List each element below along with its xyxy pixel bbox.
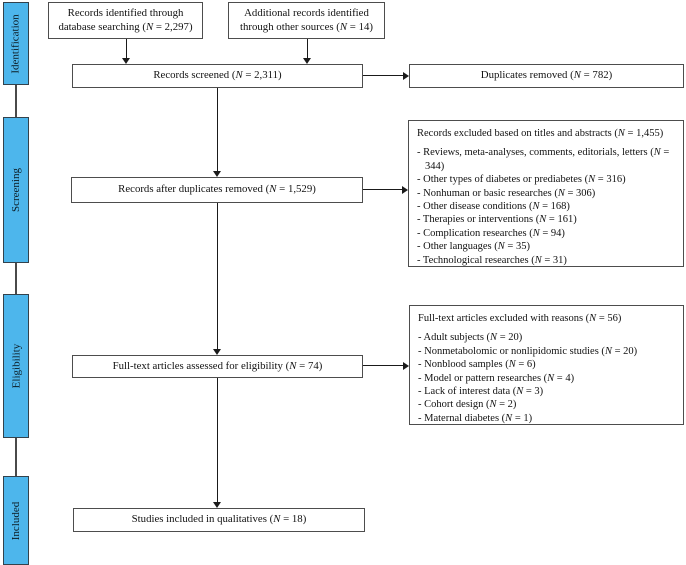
arrowhead-right-icon [403,362,409,370]
stage-included: Included [3,476,29,565]
box-studies-included-label: Studies included in qualitatives (N = 18… [131,513,307,526]
exclusion-reason: - Lack of interest data (N = 3) [418,386,544,398]
box-fulltext-excluded: Full-text articles excluded with reasons… [409,305,684,425]
flow-line [307,39,308,58]
exclusion-reason: - Other languages (N = 35) [417,241,530,253]
arrowhead-right-icon [403,72,409,80]
fulltext-excluded-heading: Full-text articles excluded with reasons… [418,313,622,324]
exclusion-reason: - Model or pattern researches (N = 4) [418,372,575,384]
box-records-identified-label: Records identified through database sear… [58,7,193,33]
box-fulltext-assessed: Full-text articles assessed for eligibil… [72,355,363,378]
flow-line [363,189,402,190]
exclusion-reason: - Other disease conditions (N = 168) [417,201,570,213]
box-records-screened: Records screened (N = 2,311) [72,64,363,88]
exclusion-reason: - Complication researches (N = 94) [417,227,565,239]
arrowhead-down-icon [213,171,221,177]
stage-eligibility-label: Eligibility [10,343,22,389]
box-additional-records-label: Additional records identified through ot… [240,7,373,33]
box-records-after-duplicates: Records after duplicates removed (N = 1,… [71,177,363,203]
stage-connector [15,263,17,294]
exclusion-reason: - Therapies or interventions (N = 161) [417,214,577,226]
flow-line [217,88,218,171]
flow-line [126,39,127,58]
flow-line [217,378,218,502]
exclusion-reason: - Cohort design (N = 2) [418,399,517,411]
exclusion-reason: - Maternal diabetes (N = 1) [418,412,533,424]
exclusion-reason: - Nonblood samples (N = 6) [418,359,536,371]
box-additional-records: Additional records identified through ot… [228,2,385,39]
flow-line [363,365,403,366]
exclusion-reason: - Technological researches (N = 31) [417,254,567,266]
stage-screening: Screening [3,117,29,263]
exclusion-reason: - Nonmetabolomic or nonlipidomic studies… [418,345,638,357]
excluded-titles-heading: Records excluded based on titles and abs… [417,128,664,139]
arrowhead-down-icon [122,58,130,64]
box-duplicates-removed-label: Duplicates removed (N = 782) [480,69,613,82]
box-duplicates-removed: Duplicates removed (N = 782) [409,64,684,88]
flow-line [363,75,403,76]
exclusion-reason: - Other types of diabetes or prediabetes… [417,174,626,186]
stage-identification: Identification [3,2,29,85]
exclusion-reason: - Nonhuman or basic researches (N = 306) [417,187,596,199]
stage-included-label: Included [10,501,23,540]
box-fulltext-assessed-label: Full-text articles assessed for eligibil… [112,359,323,372]
stage-connector [15,85,17,117]
box-records-identified: Records identified through database sear… [48,2,203,39]
stage-eligibility: Eligibility [3,294,29,438]
excluded-titles-reason-list: - Reviews, meta-analyses, comments, edit… [417,146,677,267]
stage-connector [15,438,17,476]
arrowhead-down-icon [303,58,311,64]
exclusion-reason: - Adult subjects (N = 20) [418,332,523,344]
fulltext-excluded-reason-list: - Adult subjects (N = 20)- Nonmetabolomi… [418,331,677,425]
flow-line [217,203,218,349]
arrowhead-down-icon [213,502,221,508]
stage-identification-label: Identification [10,13,23,74]
arrowhead-right-icon [402,186,408,194]
stage-screening-label: Screening [10,168,23,212]
arrowhead-down-icon [213,349,221,355]
box-records-excluded-titles-abstracts: Records excluded based on titles and abs… [408,120,684,267]
box-records-after-duplicates-label: Records after duplicates removed (N = 1,… [118,183,316,196]
box-records-screened-label: Records screened (N = 2,311) [153,69,282,82]
exclusion-reason: - Reviews, meta-analyses, comments, edit… [417,147,670,172]
box-studies-included: Studies included in qualitatives (N = 18… [73,508,365,532]
